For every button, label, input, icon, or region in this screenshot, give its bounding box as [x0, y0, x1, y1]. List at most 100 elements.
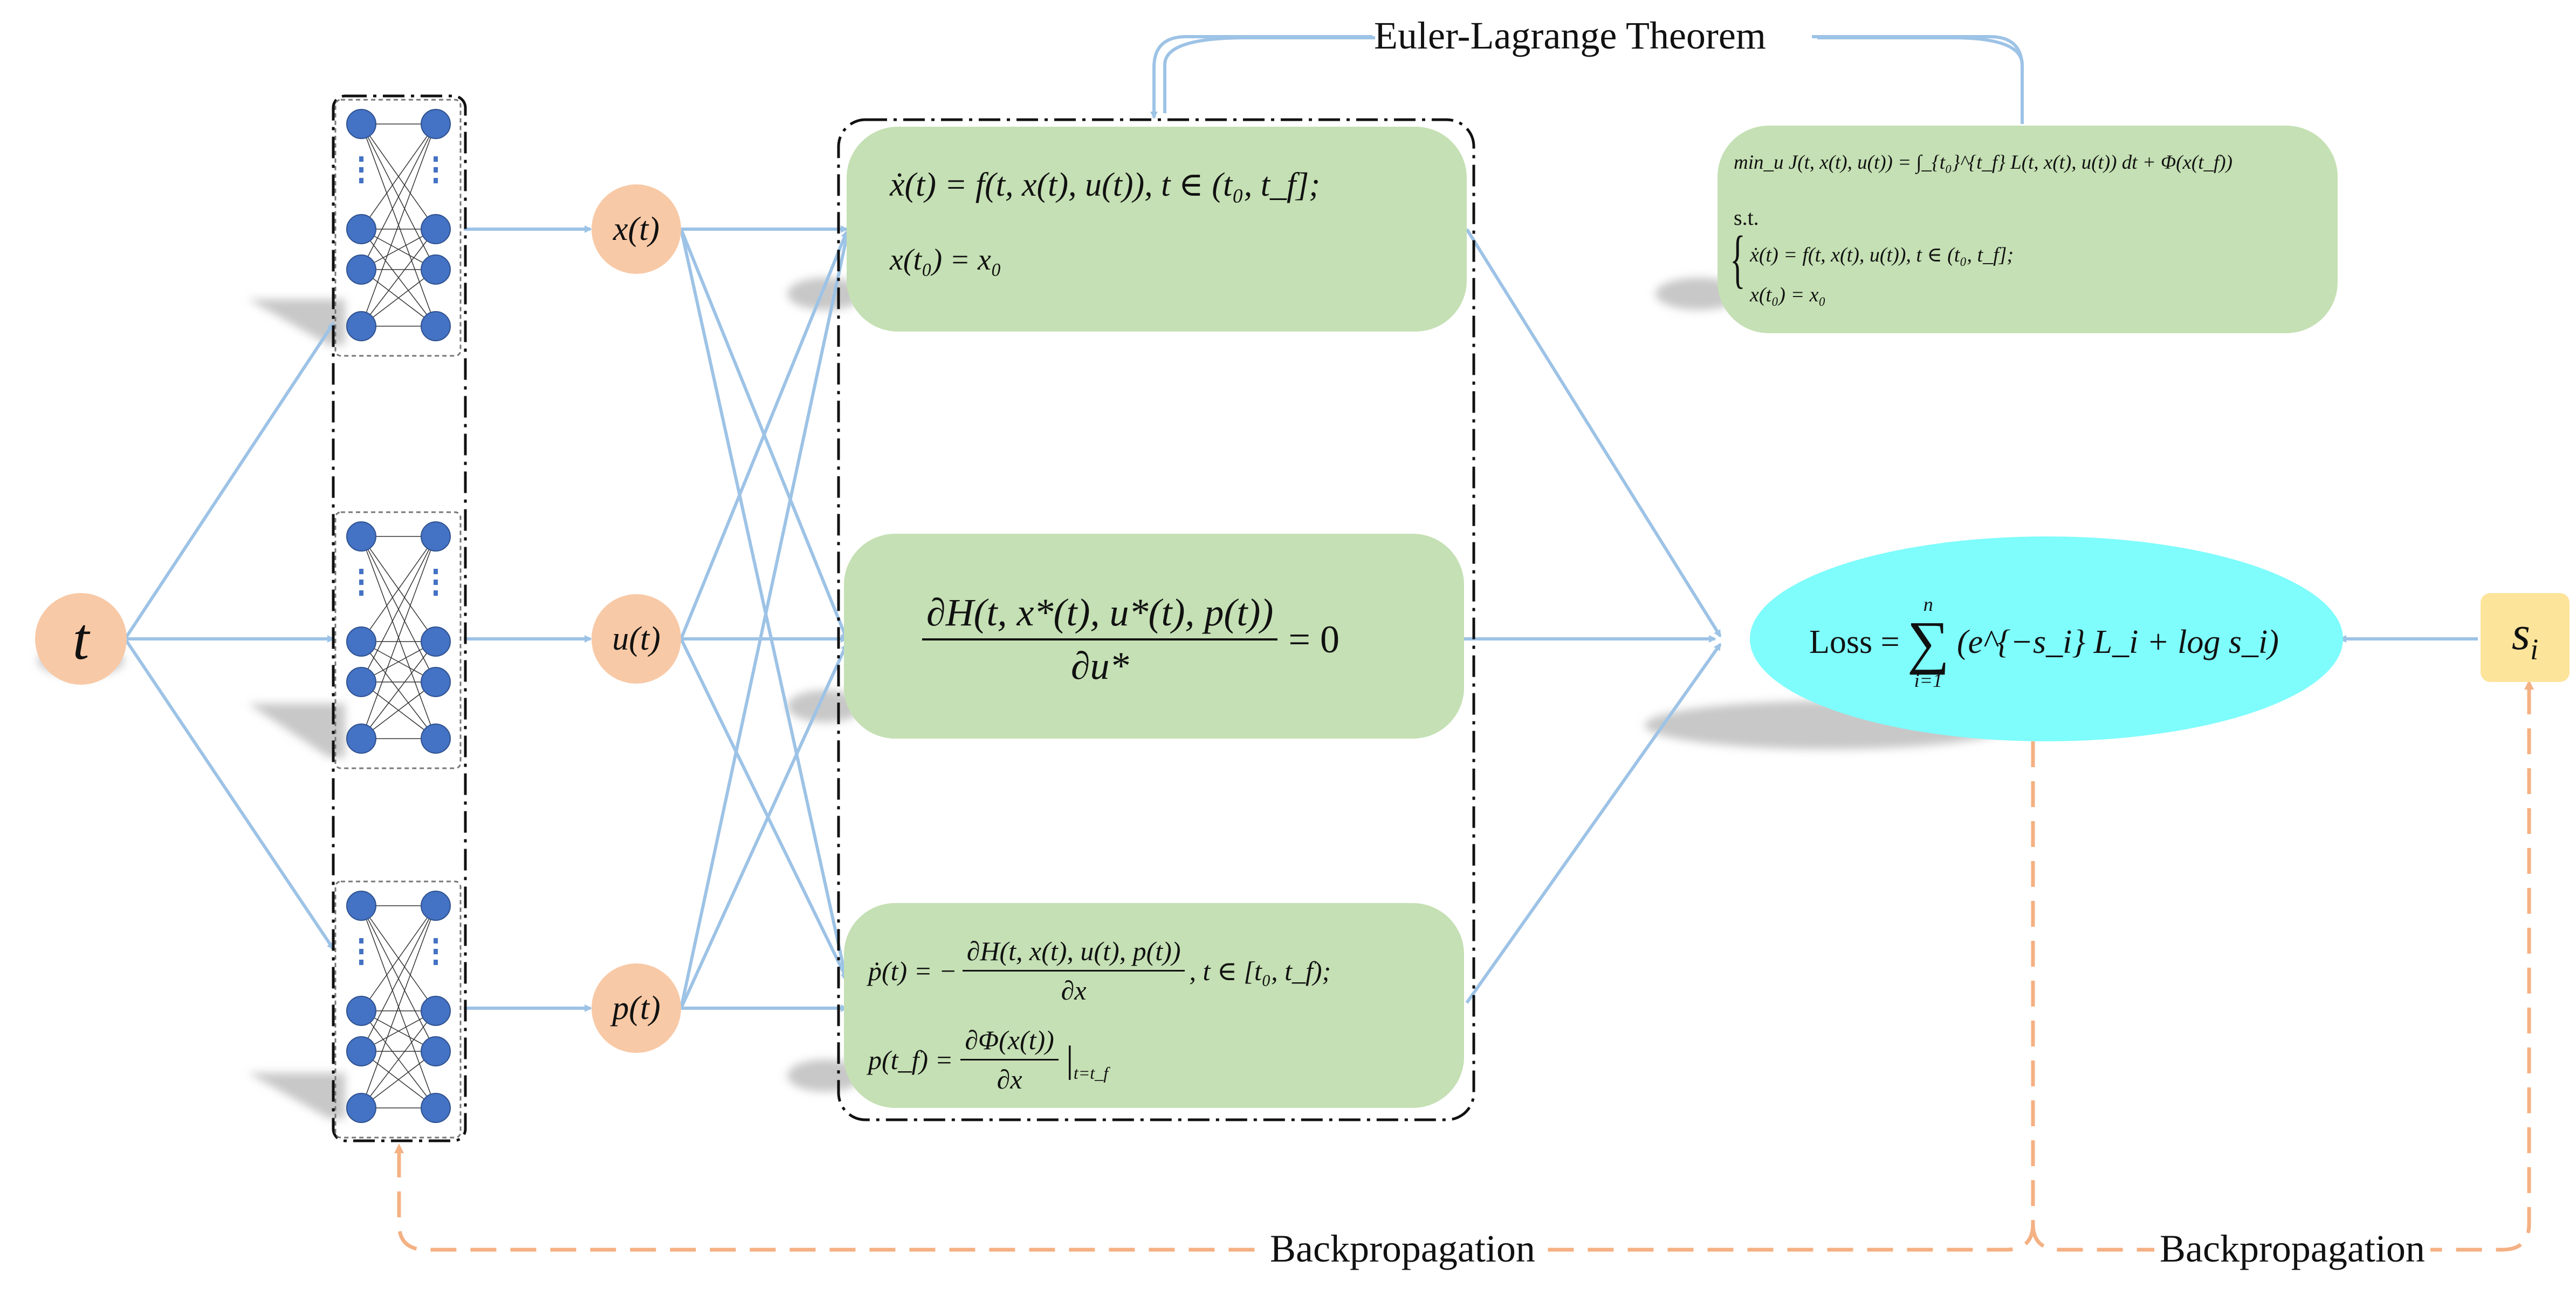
euler-lagrange-label: Euler-Lagrange Theorem — [1374, 14, 1766, 57]
neuron — [421, 311, 451, 341]
net-connection — [361, 1010, 436, 1108]
net-connection — [361, 681, 436, 739]
ellipsis-dot — [434, 580, 438, 585]
neuron — [421, 521, 451, 552]
neuron — [346, 214, 376, 244]
ellipsis-dot — [434, 949, 438, 954]
loss-ellipse — [1750, 536, 2343, 741]
ellipsis-dot — [434, 590, 438, 596]
neural-net-border — [334, 99, 462, 357]
costate-fraction: ∂H(t, x(t), u(t), p(t)) ∂x — [962, 935, 1185, 1006]
stationarity-eq: ∂H(t, x*(t), u*(t), p(t)) ∂u* = 0 — [922, 590, 1339, 688]
ellipsis-dot — [359, 590, 363, 596]
neural-net-panel — [334, 99, 462, 357]
si-label-wrap: si — [2481, 593, 2570, 682]
neuron — [346, 311, 376, 341]
state-eq-line2: x(t₀) = x₀ — [890, 243, 1002, 277]
problem-line4: x(t₀) = x₀ — [1750, 284, 1826, 306]
neuron — [421, 626, 451, 657]
neural-networks — [334, 99, 462, 1139]
x-label: x(t) — [613, 211, 660, 247]
terminal-den: ∂x — [997, 1064, 1022, 1094]
ellipsis-dot — [434, 569, 438, 574]
neuron — [346, 724, 376, 754]
ellipsis-dot — [359, 960, 363, 965]
loss-sum-top: n — [1923, 594, 1933, 615]
x-label-wrap: x(t) — [592, 184, 681, 274]
u-label-wrap: u(t) — [592, 594, 681, 684]
t-node — [35, 593, 127, 685]
ellipsis-dot — [434, 156, 438, 162]
euler-lagrange-left-line — [1150, 35, 1372, 119]
p-label-wrap: p(t) — [592, 963, 681, 1053]
net-connection — [361, 123, 436, 270]
u-label: u(t) — [612, 621, 661, 657]
loss-equation: Loss = n ∑ i=1 (e^{−s_i} L_i + log s_i) — [1809, 593, 2279, 692]
neuron — [346, 667, 376, 697]
neuron — [421, 667, 451, 697]
loss-sum-block: n ∑ i=1 — [1907, 593, 1949, 692]
t-label: t — [72, 606, 90, 672]
neuron — [346, 996, 376, 1026]
stationarity-equation-box — [844, 534, 1464, 739]
net-connection — [361, 905, 436, 1052]
costate-num: ∂H(t, x(t), u(t), p(t)) — [962, 935, 1185, 972]
ellipsis-dot — [359, 569, 363, 574]
ellipsis-dot — [359, 178, 363, 183]
problem-line2: s.t. — [1734, 205, 1759, 230]
costate-eq: ṗ(t) = − ∂H(t, x(t), u(t), p(t)) ∂x , t … — [868, 935, 1331, 1006]
backprop-right-label: Backpropagation — [2154, 1229, 2430, 1268]
neuron — [346, 254, 376, 285]
equation-stack-frame — [837, 118, 1475, 1121]
backprop-arrows — [394, 680, 2534, 1252]
neuron — [346, 626, 376, 657]
neuron — [346, 891, 376, 921]
net-connection — [361, 905, 436, 1011]
backprop-left-label: Backpropagation — [1265, 1229, 1541, 1268]
neuron — [421, 214, 451, 244]
net-connection — [361, 536, 436, 739]
neuron — [346, 521, 376, 552]
net-connection — [361, 123, 436, 327]
net-connection — [361, 1051, 436, 1108]
problem-statement-box — [1718, 126, 2338, 333]
net-connection — [361, 536, 436, 642]
t-label-wrap: t — [35, 593, 127, 685]
ellipsis-dot — [434, 167, 438, 173]
neuron — [421, 254, 451, 285]
ellipsis-dot — [359, 949, 363, 954]
loss-sum-bottom: i=1 — [1914, 670, 1942, 691]
net-connection — [361, 123, 436, 230]
loss-sum-symbol: ∑ — [1907, 609, 1950, 675]
ellipsis-dot — [434, 938, 438, 943]
neuron — [421, 1036, 451, 1066]
net-connection — [361, 269, 436, 327]
p-node — [592, 963, 681, 1053]
neuron — [346, 109, 376, 139]
ellipsis-dot — [359, 167, 363, 173]
stationarity-rhs: = 0 — [1288, 617, 1339, 661]
costate-den: ∂x — [1061, 975, 1087, 1005]
ellipsis-dot — [434, 960, 438, 965]
u-node — [592, 594, 681, 684]
ellipsis-dot — [359, 580, 363, 585]
si-symbol: s — [2511, 608, 2531, 660]
x-node — [592, 184, 681, 274]
net-connection — [361, 905, 436, 1108]
terminal-num: ∂Φ(x(t)) — [960, 1024, 1059, 1060]
problem-brace: { — [1730, 223, 1746, 294]
terminal-lhs: p(t_f) = — [868, 1044, 953, 1075]
ellipsis-dot — [359, 156, 363, 162]
net-connection — [361, 229, 436, 327]
problem-line1: min_u J(t, x(t), u(t)) = ∫_{t₀}^{t_f} L(… — [1734, 151, 2232, 174]
neural-net-panel — [334, 880, 462, 1139]
neuron — [421, 996, 451, 1026]
network-stack-frame — [332, 94, 467, 1142]
stationarity-fraction: ∂H(t, x*(t), u*(t), p(t)) ∂u* — [922, 590, 1278, 688]
ellipsis-dot — [359, 938, 363, 943]
forward-arrows — [123, 225, 2478, 1012]
costate-equation-box — [844, 903, 1464, 1108]
costate-lhs: ṗ(t) = − — [868, 955, 957, 986]
